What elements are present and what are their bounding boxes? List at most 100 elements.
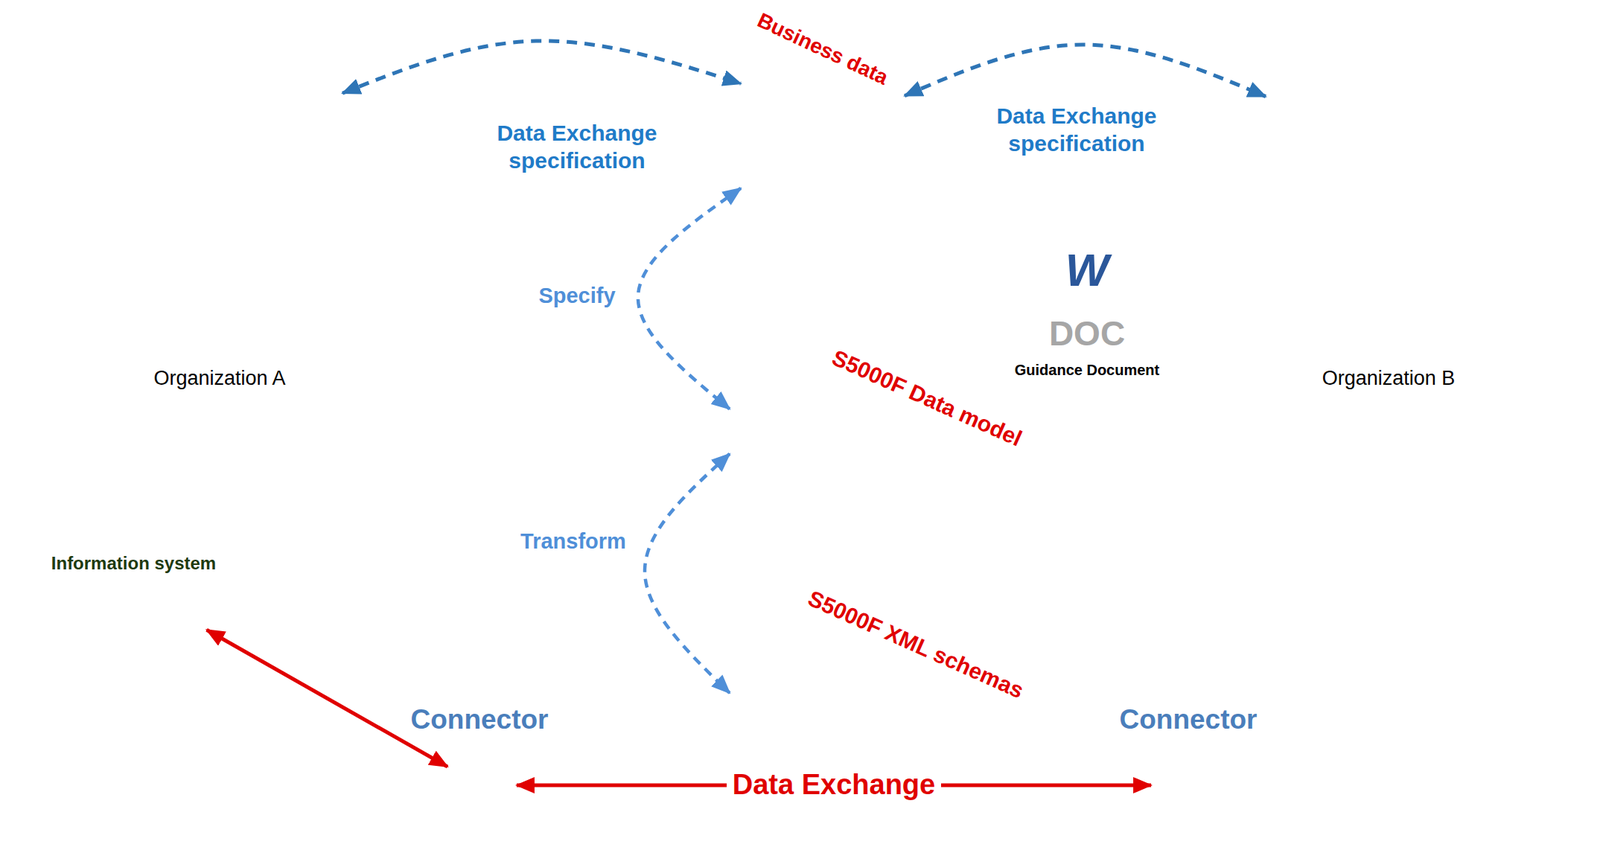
page-title: Business data (746, 3, 900, 94)
association-line (767, 397, 857, 442)
word-logo-box (1057, 243, 1117, 298)
code-tag (760, 652, 786, 667)
start-event (757, 124, 769, 137)
code-value (812, 658, 857, 681)
organization-group-drawing (1270, 95, 1507, 350)
ring-side (1471, 243, 1507, 331)
ring-inner-wall (176, 212, 220, 251)
person-leg (1323, 162, 1337, 205)
puzzle-piece (219, 178, 304, 222)
person-arm (1400, 126, 1414, 152)
person-head (207, 201, 233, 226)
class-divider (915, 477, 998, 515)
code-tag (751, 672, 792, 694)
person-torso (204, 119, 236, 160)
line-number (733, 705, 743, 712)
person-highlight (1379, 122, 1385, 151)
person-figure (1413, 103, 1466, 205)
person-arm (1279, 158, 1293, 184)
database-disk (1425, 532, 1531, 587)
person-leg (304, 185, 318, 228)
person-leg (204, 265, 219, 313)
sheet-frame-tab (732, 290, 800, 328)
boundary-line (477, 821, 483, 850)
person-arm (231, 126, 245, 152)
class-divider (986, 539, 1017, 554)
code-attribute (789, 648, 808, 660)
person-arm (110, 158, 124, 184)
line-number (733, 582, 743, 589)
code-tag (751, 590, 795, 613)
end-event (863, 254, 875, 268)
line-number (733, 623, 743, 630)
connector-node-drawing (1152, 749, 1225, 822)
code-attribute (799, 751, 817, 762)
page-title: S5000F Data model (813, 337, 1042, 459)
label-holder: Data Exchange specification (983, 102, 1170, 158)
person-head (1377, 95, 1400, 118)
class-box (986, 534, 1017, 571)
ring-side (1305, 289, 1389, 350)
ring-inner-wall (262, 221, 281, 272)
class-box (811, 399, 901, 474)
code-tag (778, 733, 807, 749)
ring-side (303, 243, 338, 331)
person-highlight (294, 154, 301, 183)
connector-cross (1162, 760, 1214, 811)
flow-line (851, 256, 864, 260)
code-attribute (810, 748, 838, 764)
puzzle-piece (136, 265, 220, 309)
person-highlight (1430, 131, 1437, 160)
ring-inner-wall (219, 212, 263, 251)
puzzle-piece (1431, 243, 1507, 290)
person-arm (147, 158, 161, 184)
task-box (822, 238, 852, 268)
code-attribute (818, 693, 864, 717)
class-divider (811, 405, 901, 445)
association-line (816, 419, 857, 489)
person-leg (1305, 185, 1318, 228)
edge-label: Data Exchange (726, 769, 942, 802)
person-leg (257, 162, 271, 205)
connector-label: Connector (410, 703, 549, 737)
code-tag (778, 610, 796, 621)
guidance-document-art (1008, 212, 1166, 380)
xml-schema-page-art (729, 536, 1035, 850)
puzzle-piece (1388, 178, 1472, 222)
code-value (855, 702, 895, 723)
organization-group-drawing (102, 95, 338, 350)
ring-inner-wall (1388, 212, 1432, 251)
connector-cross (1162, 760, 1214, 811)
flow-line (810, 142, 823, 146)
puzzle-piece (136, 178, 220, 222)
data-model-page-art (729, 285, 1035, 607)
code-tag (760, 734, 796, 752)
edge-label: Specify (535, 283, 618, 309)
person-torso (1289, 151, 1321, 192)
person-arm (180, 135, 194, 161)
person-leg (169, 162, 182, 205)
boundary-line (477, 157, 483, 700)
line-gutter (729, 536, 747, 741)
ring-side (219, 289, 304, 350)
server-icon (1485, 425, 1592, 663)
organization-label: Organization A (153, 366, 286, 391)
code-tag (769, 672, 814, 695)
code-tag (769, 713, 799, 729)
person-torso (288, 151, 320, 192)
guidance-document: WDOCGuidance Document (1008, 212, 1166, 380)
organization-group: Organization B (1265, 67, 1512, 395)
database-disk (1425, 578, 1531, 633)
database-disk-top (1425, 565, 1531, 592)
code-attribute (802, 646, 845, 668)
swimlane (740, 180, 752, 280)
ring-side (1270, 243, 1306, 331)
page-fold (1120, 216, 1151, 247)
flow-line (768, 131, 782, 135)
person-leg (1440, 162, 1454, 205)
panel-shadow (743, 83, 880, 207)
xml-sheet (729, 536, 1032, 850)
code-tag (787, 631, 814, 647)
person-head (157, 103, 180, 126)
code-value (868, 716, 913, 740)
